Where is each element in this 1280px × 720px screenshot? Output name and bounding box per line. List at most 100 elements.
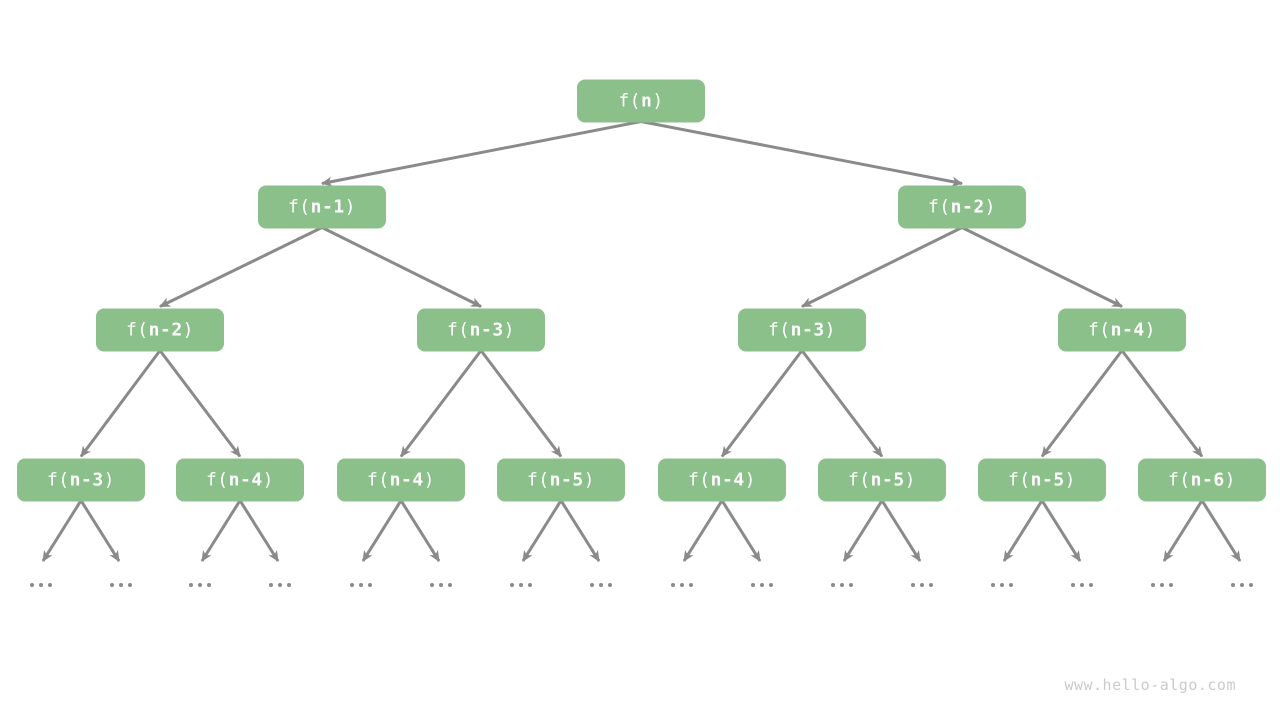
ellipsis-dot [1009, 583, 1013, 587]
leaf-stub-arrow [1162, 499, 1204, 562]
tree-node: f(n-3) [17, 458, 145, 502]
node-label-suffix: ) [744, 469, 757, 491]
leaf-stub-arrow [1002, 499, 1044, 562]
ellipsis-dot [269, 583, 273, 587]
node-label-suffix: ) [984, 196, 997, 218]
node-label-argument: n-1 [310, 196, 345, 218]
node-label-prefix: f( [1007, 469, 1031, 491]
node-label-argument: n-3 [69, 469, 104, 491]
node-label-argument: n-5 [549, 469, 584, 491]
ellipsis-dot [1071, 583, 1075, 587]
node-label-argument: n-4 [389, 469, 424, 491]
node-label-argument: n-3 [469, 319, 504, 341]
node-label-prefix: f( [205, 469, 229, 491]
ellipsis-dot [1169, 583, 1173, 587]
tree-node: f(n) [577, 79, 705, 123]
leaf-stub-arrow [521, 499, 563, 562]
node-label-suffix: ) [182, 319, 195, 341]
ellipsis-dot [840, 583, 844, 587]
ellipsis-dot [350, 583, 354, 587]
ellipsis-dot [439, 583, 443, 587]
leaf-stub-arrow [842, 499, 884, 562]
node-label-argument: n-4 [228, 469, 263, 491]
node-label-prefix: f( [1087, 319, 1111, 341]
node-label-argument: n-5 [870, 469, 905, 491]
ellipsis-dot [769, 583, 773, 587]
tree-node: f(n-4) [176, 458, 304, 502]
tree-node: f(n-6) [1138, 458, 1266, 502]
tree-node: f(n-5) [497, 458, 625, 502]
ellipsis-dot [760, 583, 764, 587]
tree-node: f(n-4) [1058, 308, 1186, 352]
ellipsis-dot [751, 583, 755, 587]
ellipsis-dot [599, 583, 603, 587]
tree-node: f(n-3) [738, 308, 866, 352]
node-label-suffix: ) [583, 469, 596, 491]
ellipsis-dot [128, 583, 132, 587]
node-label-suffix: ) [503, 319, 516, 341]
edge-arrow [640, 120, 963, 187]
node-label-prefix: f( [366, 469, 390, 491]
edge-arrow [158, 349, 242, 458]
edge-arrow [1040, 349, 1124, 458]
watermark: www.hello-algo.com [1064, 676, 1236, 694]
node-label-suffix: ) [262, 469, 275, 491]
node-label-prefix: f( [287, 196, 311, 218]
node-label-prefix: f( [927, 196, 951, 218]
ellipsis-dot [1089, 583, 1093, 587]
ellipsis-dot [430, 583, 434, 587]
ellipsis-dot [929, 583, 933, 587]
ellipsis-dot [359, 583, 363, 587]
ellipsis-dot [207, 583, 211, 587]
leaf-stub-arrow [238, 499, 280, 562]
ellipsis-dot [110, 583, 114, 587]
edge-arrow [800, 349, 884, 458]
leaf-stub-arrow [682, 499, 724, 562]
ellipsis-dot [590, 583, 594, 587]
node-label-prefix: f( [446, 319, 470, 341]
ellipsis-dot [39, 583, 43, 587]
edge-arrow [399, 349, 483, 458]
edge-arrow [1120, 349, 1204, 458]
node-label-prefix: f( [1167, 469, 1191, 491]
ellipsis-dot [30, 583, 34, 587]
ellipsis-dot [849, 583, 853, 587]
leaf-stub-arrow [41, 499, 83, 562]
ellipsis-dot [448, 583, 452, 587]
edge-arrow [79, 349, 162, 458]
ellipsis-dot [689, 583, 693, 587]
node-label-argument: n [641, 90, 653, 112]
tree-node: f(n-3) [417, 308, 545, 352]
node-label-argument: n-2 [148, 319, 183, 341]
node-label-suffix: ) [423, 469, 436, 491]
ellipsis-dot [368, 583, 372, 587]
node-label-suffix: ) [904, 469, 917, 491]
ellipsis-dot [1231, 583, 1235, 587]
node-label-prefix: f( [526, 469, 550, 491]
node-label-prefix: f( [687, 469, 711, 491]
leaf-stub-arrow [559, 499, 601, 562]
node-label-suffix: ) [1064, 469, 1077, 491]
ellipsis-dot [528, 583, 532, 587]
edge-arrow [479, 349, 563, 458]
ellipsis-dot [278, 583, 282, 587]
tree-node: f(n-1) [258, 185, 386, 229]
ellipsis-group [30, 583, 1253, 587]
leaf-stub-arrow [1040, 499, 1082, 562]
edge-arrow [159, 226, 323, 308]
edge-arrow [720, 349, 804, 458]
node-label-argument: n-2 [950, 196, 985, 218]
node-label-suffix: ) [824, 319, 837, 341]
ellipsis-dot [1151, 583, 1155, 587]
edge-arrow [961, 226, 1123, 308]
node-label-prefix: f( [847, 469, 871, 491]
tree-node: f(n-2) [96, 308, 224, 352]
node-label-argument: n-3 [790, 319, 825, 341]
ellipsis-dot [991, 583, 995, 587]
node-label-suffix: ) [1224, 469, 1237, 491]
ellipsis-dot [1249, 583, 1253, 587]
leaf-stub-arrow [399, 499, 441, 562]
